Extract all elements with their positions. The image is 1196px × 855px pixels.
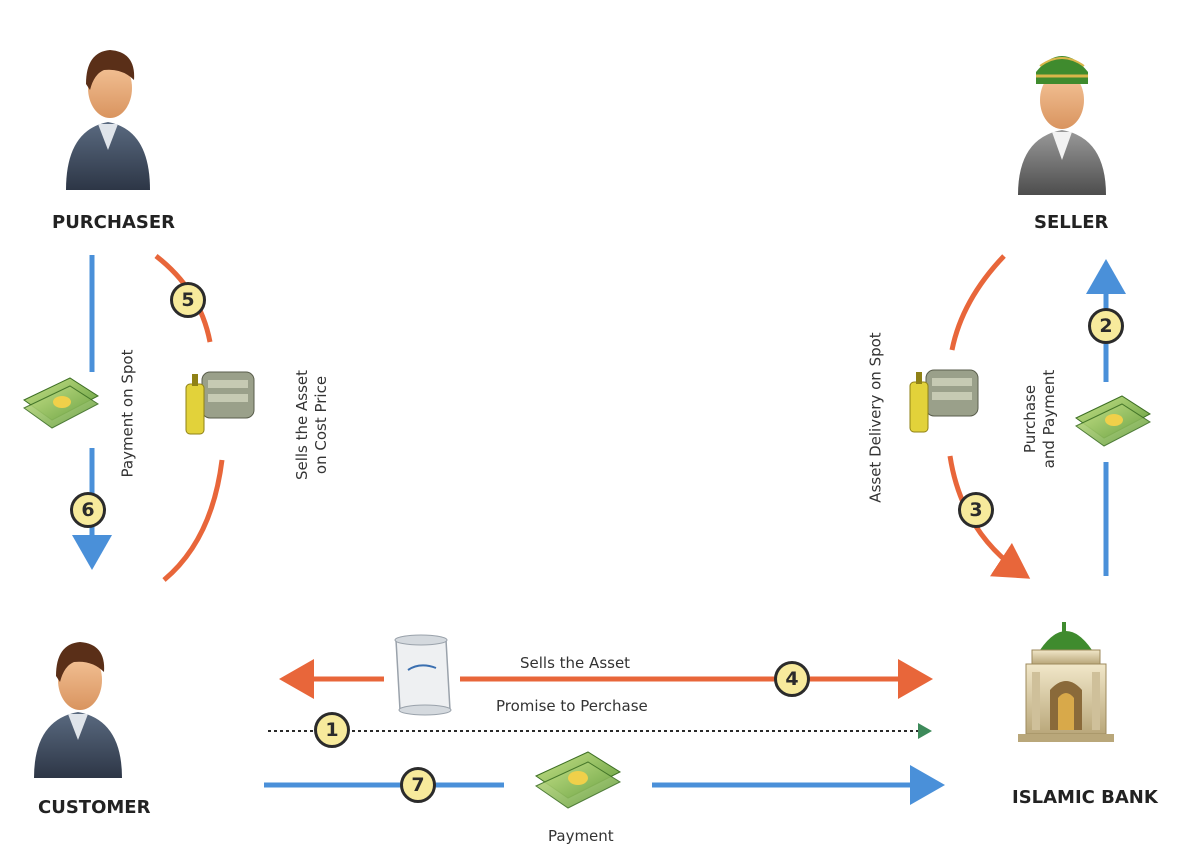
step-badge-7: 7: [400, 767, 436, 803]
money-stack-icon: [1075, 395, 1151, 447]
asset-delivery-label: Asset Delivery on Spot: [866, 332, 885, 503]
step-badge-5: 5: [170, 282, 206, 318]
purchase-payment-label: Purchase and Payment: [1021, 369, 1058, 469]
step-badge-3: 3: [958, 492, 994, 528]
asset-goods-icon: [185, 371, 255, 435]
money-stack-icon: [23, 377, 99, 429]
bank-building-icon: [1018, 622, 1114, 742]
customer-label: CUSTOMER: [38, 797, 151, 818]
sells-cost-arc-bottom: [162, 459, 225, 582]
payment-on-spot-label: Payment on Spot: [118, 349, 137, 478]
step-badge-2: 2: [1088, 308, 1124, 344]
money-stack-icon: [534, 751, 622, 809]
promise-label: Promise to Perchase: [496, 697, 648, 715]
payment-label: Payment: [548, 827, 614, 845]
contract-scroll-icon: [394, 634, 452, 716]
purchaser-person-icon: [66, 50, 150, 190]
customer-person-icon: [34, 642, 122, 778]
asset-goods-icon: [909, 369, 979, 433]
asset-delivery-arc-top: [949, 254, 1006, 351]
sells-asset-label: Sells the Asset: [520, 654, 631, 672]
seller-label: SELLER: [1034, 212, 1109, 233]
step-badge-1: 1: [314, 712, 350, 748]
seller-person-icon: [1018, 56, 1106, 195]
islamic-bank-label: ISLAMIC BANK: [1012, 787, 1158, 808]
step-badge-4: 4: [774, 661, 810, 697]
sells-cost-price-label: Sells the Asset on Cost Price: [293, 369, 330, 481]
step-badge-6: 6: [70, 492, 106, 528]
purchaser-label: PURCHASER: [52, 212, 175, 233]
